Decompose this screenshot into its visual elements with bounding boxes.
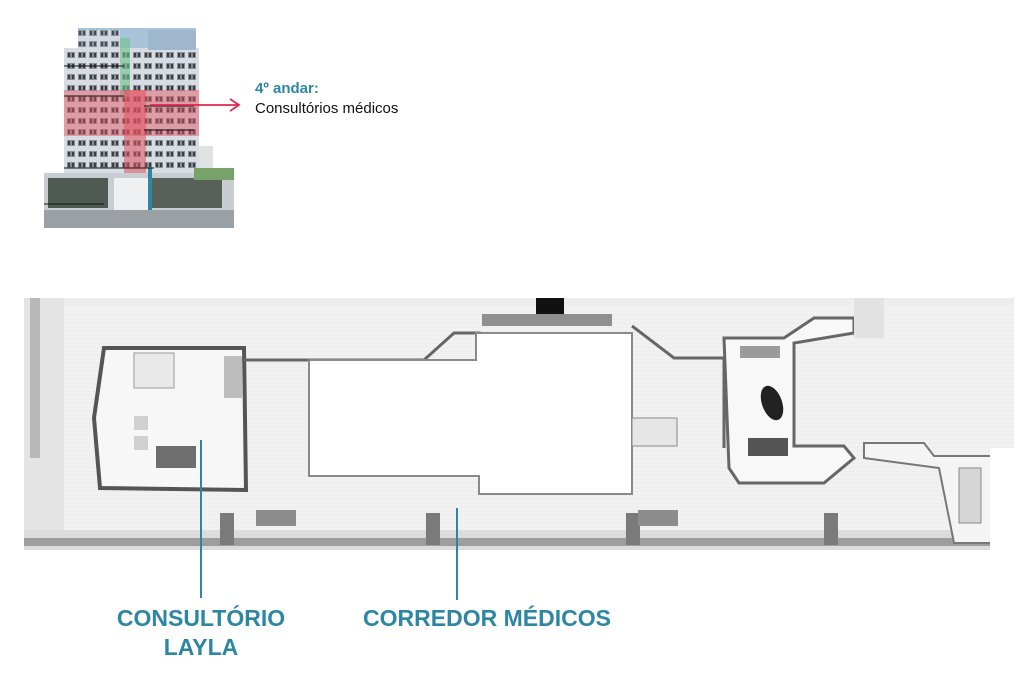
- floor-title: 4º andar:: [255, 80, 319, 97]
- floor-description: Consultórios médicos: [255, 100, 399, 117]
- corredor-leader-line: [456, 508, 458, 600]
- floor-arrow-icon: [150, 98, 241, 112]
- label-consultorio-line1: CONSULTÓRIO: [116, 605, 286, 631]
- label-corredor-medicos: CORREDOR MÉDICOS: [363, 605, 611, 631]
- floor-plan-image: [24, 298, 1014, 566]
- consultorio-leader-line: [200, 440, 202, 598]
- label-consultorio-layla: CONSULTÓRIO LAYLA: [86, 604, 316, 662]
- building-elevation-image: [44, 28, 234, 228]
- label-consultorio-line2: LAYLA: [163, 634, 239, 660]
